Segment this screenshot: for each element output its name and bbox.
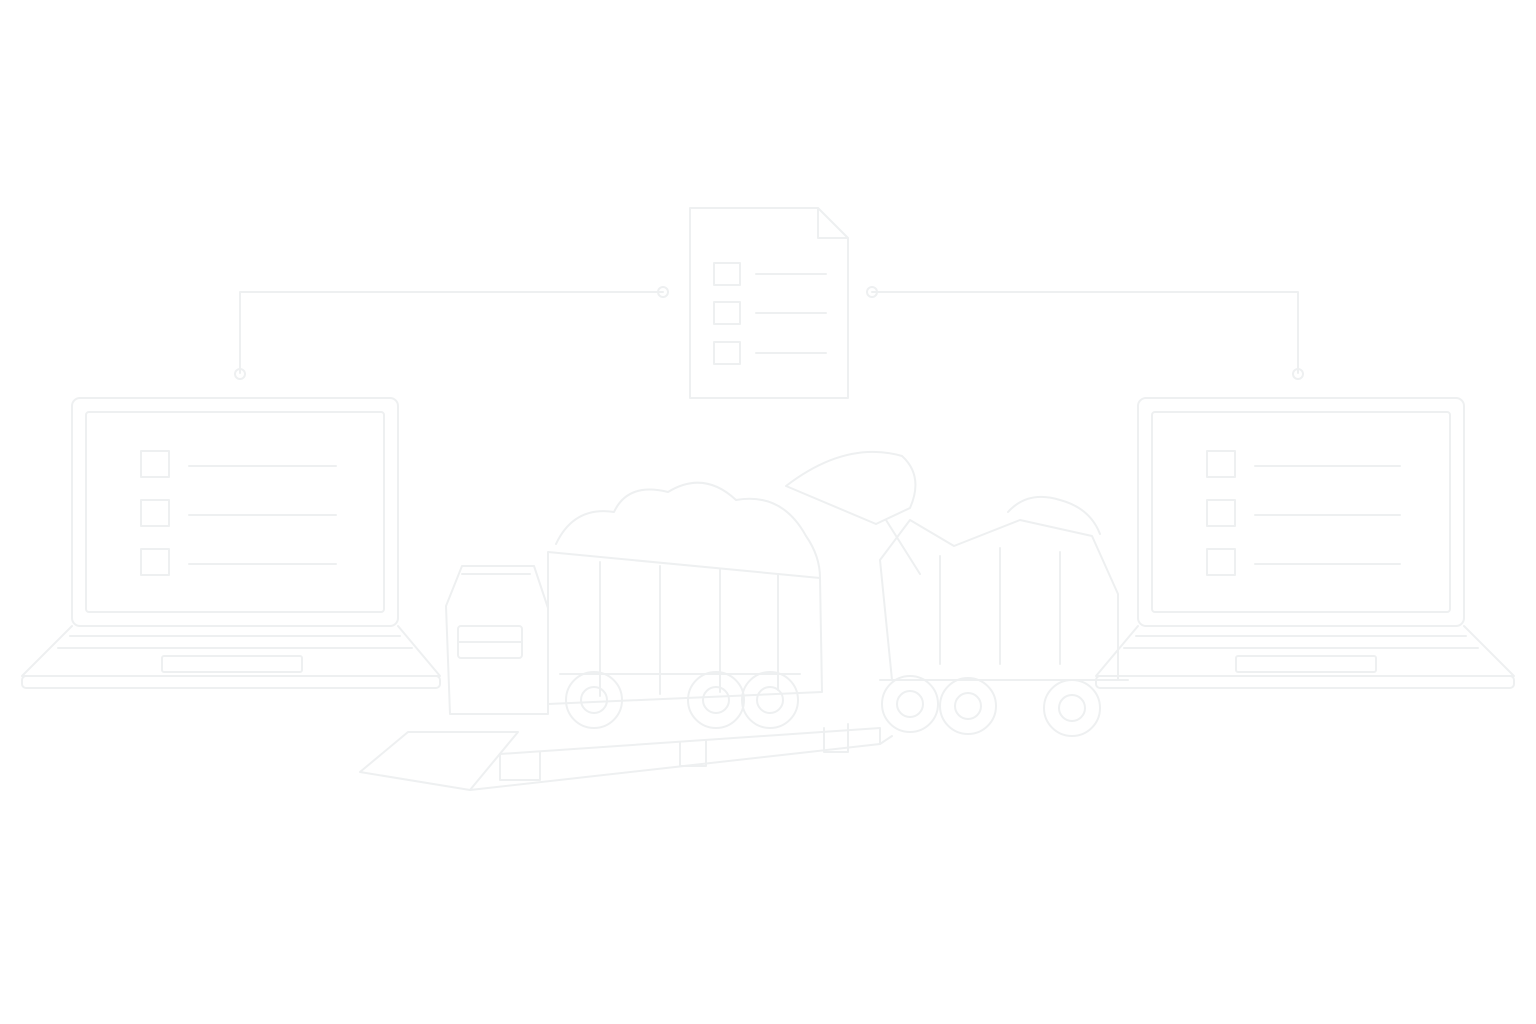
checklist-document-icon — [689, 207, 849, 399]
mining-dump-truck-icon — [785, 450, 1129, 737]
connector-left — [234, 286, 669, 380]
laptop-checklist-icon — [21, 397, 441, 689]
weighbridge-icon — [359, 723, 893, 791]
connector-right — [866, 286, 1304, 380]
mining-dump-truck-icon — [445, 481, 823, 729]
laptop-checklist-icon — [1095, 397, 1515, 689]
